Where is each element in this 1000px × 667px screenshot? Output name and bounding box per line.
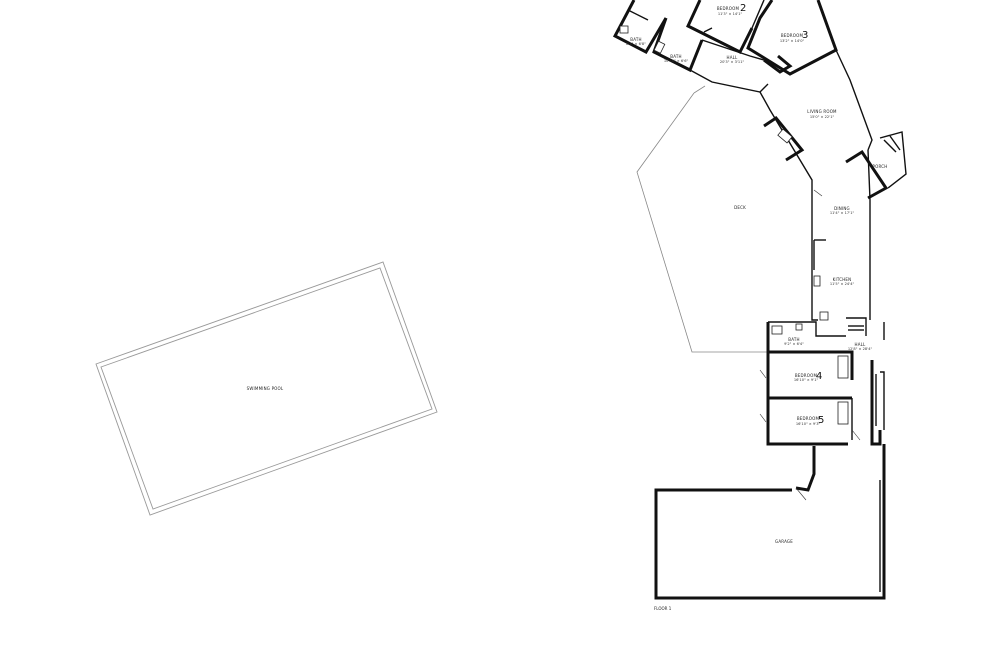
bedroom4-dims: 16'10" × 9'1": [794, 378, 819, 382]
kitchen-dims: 11'5" × 24'4": [830, 282, 855, 286]
hall-upper-label: HALL: [726, 55, 738, 60]
dining-dims: 11'4" × 17'1": [830, 211, 855, 215]
bath-c-label: BATH: [788, 337, 799, 342]
bedroom2-dims: 11'3" × 14'1": [718, 12, 743, 16]
bath-a-label: BATH: [630, 37, 641, 42]
bedroom5-dims: 16'10" × 9'3": [796, 422, 821, 426]
floor-label: FLOOR 1: [654, 606, 672, 611]
living-room-label: LIVING ROOM: [807, 109, 837, 114]
bedroom2-label: BEDROOM: [717, 6, 740, 11]
bedroom5-label: BEDROOM: [797, 416, 820, 421]
bedroom4-label: BEDROOM: [795, 373, 818, 378]
hall-lower-dims: 12'8" × 28'4": [848, 347, 873, 351]
bedroom3-dims: 13'2" × 14'0": [780, 39, 805, 43]
deck-area: DECK: [636, 85, 768, 353]
bedroom3-number: 3: [802, 30, 808, 41]
pool-label: SWIMMING POOL: [247, 386, 284, 391]
garage-walls: [654, 444, 886, 600]
bedroom2-number: 2: [740, 3, 746, 14]
room-labels: BEDROOM 2 11'3" × 14'1" BEDROOM 3 13'2" …: [626, 3, 887, 544]
deck-label: DECK: [734, 205, 746, 210]
swimming-pool: SWIMMING POOL: [95, 261, 438, 516]
hall-lower-label: HALL: [854, 342, 866, 347]
upper-wing-walls: [612, 0, 838, 93]
bath-b-label: BATH: [670, 54, 681, 59]
dining-kitchen-walls: [811, 149, 871, 321]
bath-c-dims: 9'2" × 6'4": [784, 342, 804, 346]
living-room-dims: 15'0" × 22'1": [810, 115, 835, 119]
bedroom3-label: BEDROOM: [781, 33, 804, 38]
bath-a-dims: 8'3" × 6'8": [626, 42, 646, 46]
dining-label: DINING: [834, 206, 850, 211]
garage-label: GARAGE: [775, 539, 793, 544]
kitchen-label: KITCHEN: [833, 277, 852, 282]
porch-label: PORCH: [873, 164, 888, 169]
bath-b-dims: 10'10" × 6'6": [664, 59, 689, 63]
living-room-walls: [759, 49, 907, 200]
bedroom4-number: 4: [816, 371, 822, 382]
bedroom5-number: 5: [818, 415, 824, 426]
lower-wing-walls: [759, 317, 885, 446]
hall-upper-dims: 20'3" × 3'11": [720, 60, 745, 64]
